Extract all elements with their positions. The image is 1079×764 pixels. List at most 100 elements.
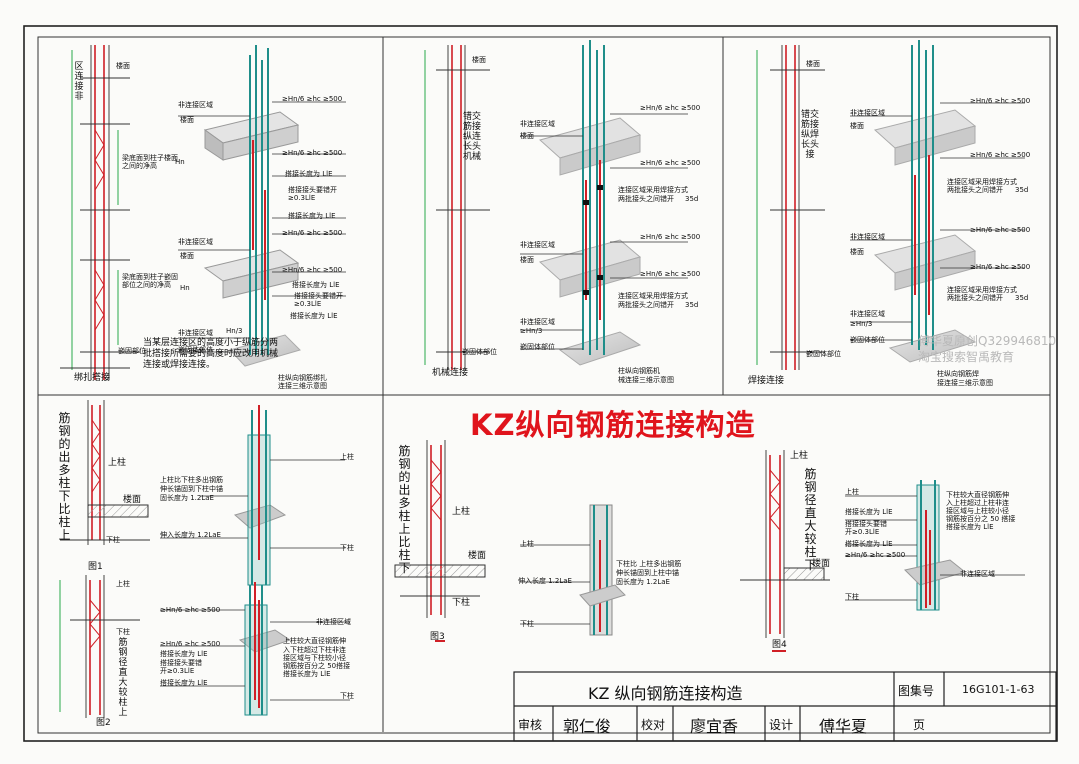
p4-insert: 伸入长度为 1.2LaE [160,531,221,539]
p1-non-conn1: 非连接区域 [178,101,213,109]
p4-caption2: 图2 [96,718,111,728]
p1-beam2: 楼面 [180,252,194,260]
p5-upper: 上柱 [452,507,471,517]
p1-r3: ≥Hn/6 ≥hc ≥500 [282,229,343,237]
p5-m2: 入上柱超过上柱非连 [946,499,1009,507]
tb-designer: 傅华夏 [819,717,868,736]
p5-r1: ≥Hn/6 ≥hc ≥500 [845,551,906,559]
p2-vertical-note: 错交筋接纵连长头机械 [462,112,481,162]
panel2-3d [520,40,688,366]
p4-lower4: 下柱 [340,692,354,700]
p4-upper: 上柱 [108,458,127,468]
p3-r3: ≥Hn/6 ≥hc ≥500 [970,226,1031,234]
p4-caption1: 图1 [88,562,103,572]
tb-atlas-label: 图集号 [898,684,935,698]
panel5-fig3 [394,440,626,642]
p2-non-conn2: 非连接区域 [520,241,555,249]
p5-lap1: 搭接长度为 LlE [845,508,893,516]
p2-beam2: 楼面 [520,256,534,264]
p4-lower2: 下柱 [340,544,354,552]
tb-reviewer: 郭仁俊 [563,717,612,736]
p5-lap2: 搭接接头要错 [845,520,887,528]
p5-upper3: 上柱 [790,451,809,461]
p2-floor: 楼面 [472,56,486,64]
p1-lap3: 搭接长度为 LlE [288,212,336,220]
p5-floor2: 楼面 [812,559,831,569]
p5-non-conn: 非连接区域 [960,570,995,578]
panel5-fig4 [740,450,1025,652]
p3-diag2: 接连接三维示意图 [937,379,993,387]
inner-frame [37,36,1051,734]
p2-35d: 35d [685,195,699,203]
p1-beam1: 楼面 [180,116,194,124]
p4-lap4: 搭接长度为 LlE [160,679,208,687]
tb-page-label: 页 [913,718,926,732]
p5-m5: 搭接长度为 LlE [946,523,994,531]
p3-hn3: ≥Hn/3 [850,320,873,328]
p4-floor: 楼面 [123,495,142,505]
p2-caption: 机械连接 [432,368,469,378]
title-block-grid [513,671,1057,742]
p2-r1: ≥Hn/6 ≥hc ≥500 [640,104,701,112]
p3-c2: 两批接头之间错开 [947,186,1003,194]
p1-hn: Hn [175,158,185,166]
p5-lap4: 搭接长度为 LlE [845,540,893,548]
p2-diag1: 柱纵向钢筋机 [618,367,660,375]
p4-m5: 搭接长度为 LlE [283,670,331,678]
panel2-elevation [424,45,490,370]
p1-lap5: 搭接接头要错开≥0.3LlE [294,292,343,308]
main-title: KZ纵向钢筋连接构造 [470,408,756,442]
p4-lap1: 搭接长度为 LlE [160,650,208,658]
p1-span-note2: 梁底面到柱子嵌固部位之间的净高 [122,273,178,289]
p1-span-note1: 梁底面到柱子楼面之间的净高 [122,154,178,170]
p3-beam: 楼面 [850,122,864,130]
p3-non-conn2: 非连接区域 [850,233,885,241]
p4-n1: 上柱比下柱多出钢筋 [160,476,223,484]
p2-c3: 连接区域采用焊接方式 [618,292,688,300]
p2-diag2: 械连接三维示意图 [618,376,674,384]
p4-m3: 接区域与下柱较小径 [283,654,346,662]
p4-r1: ≥Hn/6 ≥hc ≥500 [160,606,221,614]
p2-c1: 连接区域采用焊接方式 [618,186,688,194]
panel4-fig2 [59,575,350,718]
tb-drawing-title: KZ 纵向钢筋连接构造 [588,684,743,703]
panel1-3d [178,45,346,367]
panel4-fig1 [60,400,345,586]
p2-beam: 楼面 [520,132,534,140]
p1-non-conn2: 非连接区域 [178,238,213,246]
p3-embed-left: 嵌固体部位 [806,350,841,358]
p4-m2: 入下柱超过下柱非连 [283,646,346,654]
p3-r2: ≥Hn/6 ≥hc ≥500 [970,151,1031,159]
p3-non-conn3: 非连接区域 [850,310,885,318]
p4-n2: 伸长锚固到下柱中锚 [160,485,223,493]
watermark: 傅华夏原创Q329946810 淘宝搜索智禹教育 [918,333,1056,365]
p5-insert: 伸入长度 1.2LaE [518,577,572,585]
p3-r4: ≥Hn/6 ≥hc ≥500 [970,263,1031,271]
p3-beam2: 楼面 [850,248,864,256]
p1-diagram-caption: 柱纵向钢筋绑扎连接三维示意图 [278,374,327,390]
p2-embed-left: 嵌固体部位 [462,348,497,356]
p5-m4: 钢筋按百分之 50 搭接 [946,515,1016,523]
p5-lower2: 下柱 [520,620,534,628]
watermark-line2: 淘宝搜索智禹教育 [918,350,1015,364]
p4-m4: 钢筋按百分之 50搭接 [283,662,351,670]
p1-embed-left: 嵌固部位 [118,347,146,355]
p1-hn-2: Hn [180,284,190,292]
p4-m1: 上柱较大直径钢筋伸 [283,637,346,645]
p5-upper2: 上柱 [520,540,534,548]
p3-c4: 两批接头之间错开 [947,294,1003,302]
tb-review-label: 审核 [518,718,543,732]
tb-atlas-no: 16G101-1-63 [962,683,1035,696]
p3-35d-2: 35d [1015,294,1029,302]
p5-lower: 下柱 [452,598,471,608]
p1-embed: 嵌固体部位 [178,346,213,354]
p5-m3: 接区域与上柱较小径 [946,507,1009,515]
p5-vertical-note1: 筋钢的出多柱上比柱下 [398,444,411,575]
p2-non-conn: 非连接区域 [520,120,555,128]
tb-check-label: 校对 [641,718,666,732]
panel3-3d [850,40,1025,363]
p2-c4: 两批接头之间错开 [618,301,674,309]
p1-lap6: 搭接长度为 LlE [290,312,338,320]
